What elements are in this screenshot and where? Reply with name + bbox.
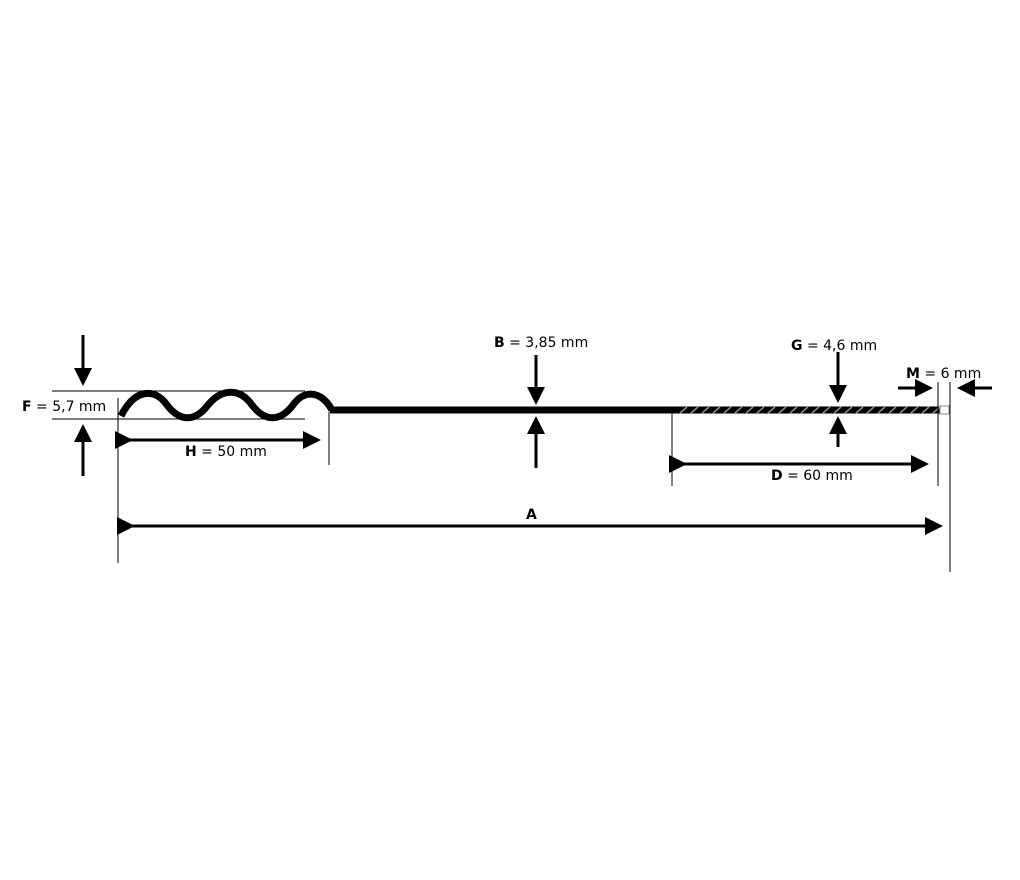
wave-section: [117, 388, 336, 422]
thread-hatch: [778, 406, 787, 414]
wire-tip: [939, 405, 950, 415]
thread-hatch: [899, 406, 908, 414]
dimension-g: G = 4,6 mm: [791, 338, 877, 447]
dimension-b: B = 3,85 mm: [494, 335, 588, 468]
thread-hatch: [921, 406, 930, 414]
dimension-a: A: [117, 507, 943, 535]
thread-hatch: [822, 406, 831, 414]
thread-hatch: [756, 406, 765, 414]
thread-hatch: [866, 406, 875, 414]
dimension-g-label: G = 4,6 mm: [791, 338, 877, 354]
thread-hatch: [855, 406, 864, 414]
thread-hatch: [701, 406, 710, 414]
dimension-d: D = 60 mm: [669, 412, 929, 486]
dimension-d-label: D = 60 mm: [771, 468, 853, 484]
thread-hatch: [877, 406, 886, 414]
dimension-h-label: H = 50 mm: [185, 444, 267, 460]
dimension-f: F = 5,7 mm: [22, 335, 305, 476]
dimension-f-label: F = 5,7 mm: [22, 399, 106, 415]
thread-hatch: [767, 406, 776, 414]
thread-hatch: [712, 406, 721, 414]
thread-hatch: [833, 406, 842, 414]
thread-hatch: [679, 406, 688, 414]
thread-hatch: [811, 406, 820, 414]
thread-hatch: [910, 406, 919, 414]
thread-hatch: [690, 406, 699, 414]
dimension-a-label: A: [526, 507, 537, 523]
dimension-m-label: M = 6 mm: [906, 366, 981, 382]
thread-hatch: [800, 406, 809, 414]
thread-hatch: [844, 406, 853, 414]
thread-hatch: [723, 406, 732, 414]
threaded-section: [672, 406, 941, 414]
thread-hatch: [734, 406, 743, 414]
dimension-b-label: B = 3,85 mm: [494, 335, 588, 351]
thread-hatch: [745, 406, 754, 414]
thread-hatch: [888, 406, 897, 414]
dimension-h: H = 50 mm: [115, 398, 330, 563]
thread-hatch: [789, 406, 798, 414]
dimension-m: M = 6 mm: [898, 366, 992, 572]
thread-hatch: [932, 406, 941, 414]
